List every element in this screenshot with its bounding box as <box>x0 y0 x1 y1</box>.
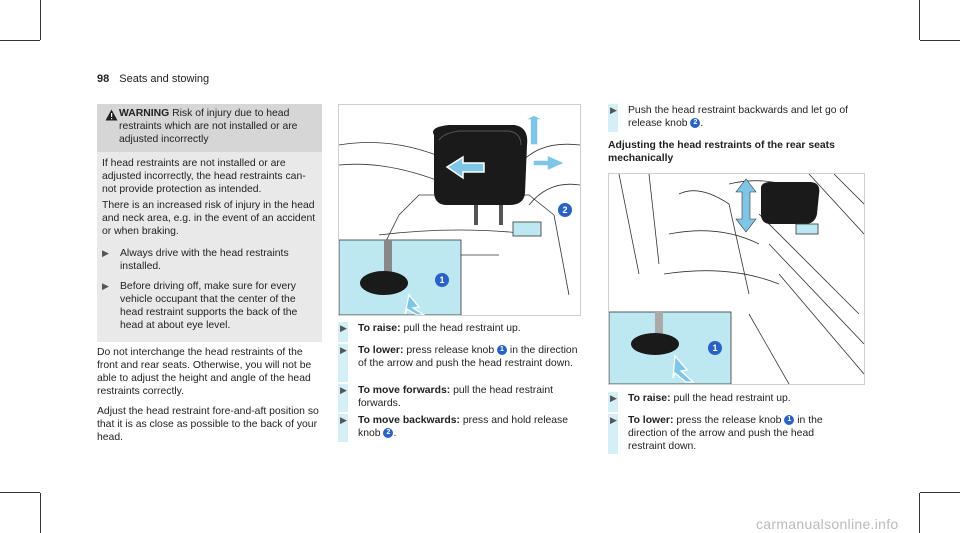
step-rear-lower: ▶ To lower: press the release knob 1 in … <box>610 415 823 452</box>
bullet-arrow-icon: ▶ <box>610 415 617 425</box>
page-header: 98 Seats and stowing <box>97 73 209 85</box>
step-marker <box>338 344 348 382</box>
step-marker <box>608 104 618 132</box>
step-marker <box>338 322 348 342</box>
crop-mark <box>40 493 41 533</box>
section-heading: Adjusting the head restraints of the rea… <box>608 140 835 164</box>
crop-mark <box>40 0 41 40</box>
crop-mark <box>919 0 920 40</box>
warning-title: WARNING Risk of injury due to head restr… <box>119 107 319 146</box>
warning-bullet: ▶ Before driving off, make sure for ever… <box>102 281 298 331</box>
callout-1: 1 <box>784 415 795 426</box>
step-forwards: ▶ To move forwards: pull the head restra… <box>340 385 554 409</box>
warning-header <box>97 104 322 152</box>
body-paragraph: Adjust the head restraint fore-and-aft p… <box>97 406 319 443</box>
callout-2: 2 <box>383 428 394 439</box>
bullet-arrow-icon: ▶ <box>610 105 617 115</box>
bullet-arrow-icon: ▶ <box>340 323 347 333</box>
warning-label: WARNING <box>119 108 170 119</box>
front-head-restraint-figure: 1 2 <box>338 104 581 316</box>
bullet-arrow-icon: ▶ <box>102 281 109 291</box>
step-raise: ▶ To raise: pull the head restraint up. <box>340 323 521 334</box>
bullet-arrow-icon: ▶ <box>340 385 347 395</box>
step-marker <box>608 392 618 412</box>
step-rear-raise: ▶ To raise: pull the head restraint up. <box>610 393 791 404</box>
warning-para: There is an increased risk of injury in … <box>102 200 316 237</box>
callout-1: 1 <box>708 341 722 355</box>
step-marker <box>608 414 618 454</box>
watermark[interactable]: carmanualsonline.info <box>756 516 899 532</box>
step-marker <box>338 384 348 412</box>
page-number: 98 <box>97 73 110 85</box>
bullet-arrow-icon: ▶ <box>102 248 109 258</box>
callout-2: 2 <box>558 203 572 217</box>
callout-1: 1 <box>497 345 507 356</box>
callout-1: 1 <box>435 273 449 287</box>
section-title: Seats and stowing <box>119 73 210 85</box>
step-push-back: ▶ Push the head restraint backwards and … <box>610 105 849 129</box>
crop-mark <box>920 492 960 493</box>
crop-mark <box>919 493 920 533</box>
crop-mark <box>920 40 960 41</box>
warning-box: WARNING Risk of injury due to head restr… <box>97 104 322 342</box>
step-backwards: ▶ To move backwards: press and hold rele… <box>340 415 569 439</box>
rear-head-restraint-figure: 1 <box>608 173 865 385</box>
bullet-arrow-icon: ▶ <box>610 393 617 403</box>
warning-title-text: Risk of injury due to head restraints wh… <box>119 108 298 145</box>
crop-mark <box>0 40 40 41</box>
warning-bullet: ▶ Always drive with the head restraints … <box>102 248 289 272</box>
warning-icon <box>105 108 118 126</box>
callout-2: 2 <box>690 118 701 129</box>
warning-para: If head restraints are not installed or … <box>102 158 306 195</box>
crop-mark <box>0 492 40 493</box>
bullet-arrow-icon: ▶ <box>340 415 347 425</box>
step-marker <box>338 414 348 442</box>
body-paragraph: Do not interchange the head restraints o… <box>97 347 312 397</box>
bullet-arrow-icon: ▶ <box>340 345 347 355</box>
step-lower: ▶ To lower: press release knob 1 in the … <box>340 345 578 369</box>
